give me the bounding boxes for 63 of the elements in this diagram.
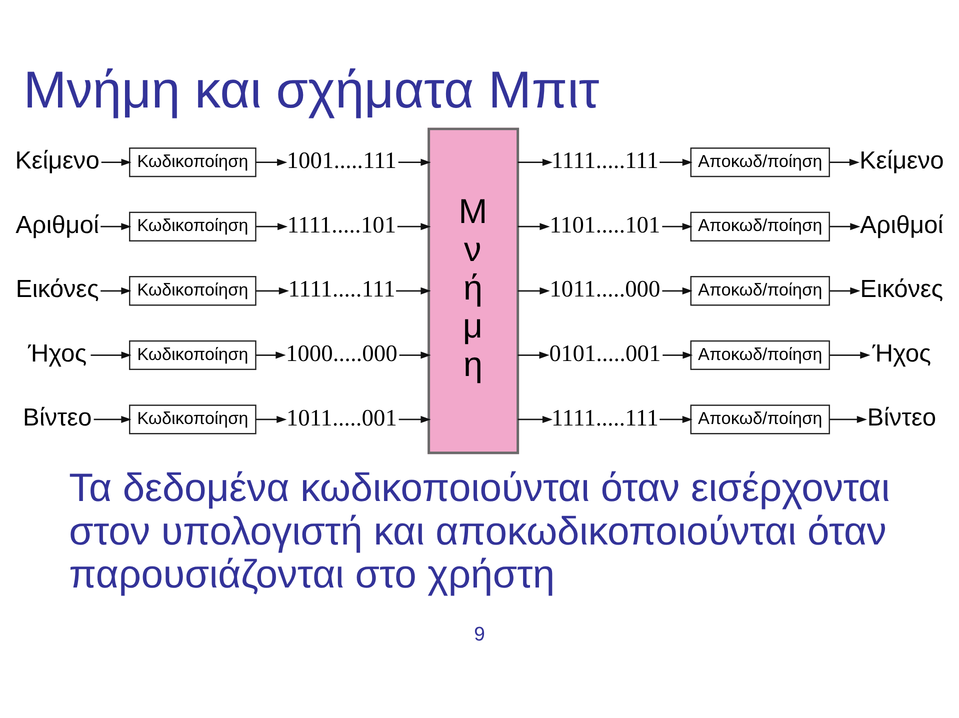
arrow bbox=[398, 158, 431, 166]
arrow bbox=[830, 351, 870, 358]
arrow bbox=[256, 222, 288, 230]
node-box: Αποκωδ/ποίηση bbox=[690, 404, 830, 434]
node-text: Κείμενο bbox=[859, 147, 944, 174]
arrow bbox=[101, 158, 132, 166]
arrow bbox=[397, 222, 431, 230]
node-box: Κωδικοποίηση bbox=[129, 404, 256, 434]
arrow bbox=[256, 158, 288, 166]
arrow bbox=[399, 351, 431, 358]
node-box: Κωδικοποίηση bbox=[129, 276, 256, 306]
node-box: Κωδικοποίηση bbox=[129, 211, 256, 241]
label: 9 bbox=[474, 623, 485, 645]
node-text: Βίντεο bbox=[22, 404, 92, 432]
node-text: Βίντεο bbox=[867, 404, 936, 432]
arrow bbox=[830, 286, 860, 294]
arrow bbox=[662, 286, 693, 294]
arrow bbox=[100, 222, 132, 230]
node-text: Εικόνες bbox=[860, 276, 944, 303]
node-box: Αποκωδ/ποίηση bbox=[690, 211, 830, 241]
arrow bbox=[660, 158, 693, 166]
arrow bbox=[256, 286, 290, 294]
arrow bbox=[100, 286, 132, 294]
arrow bbox=[256, 415, 287, 423]
arrow bbox=[518, 415, 553, 423]
arrow bbox=[396, 286, 431, 294]
node-text: 1111.....111 bbox=[288, 276, 396, 302]
node-text: Ήχος bbox=[28, 340, 87, 367]
node-box: Κωδικοποίηση bbox=[129, 340, 256, 370]
node-text: 1111.....111 bbox=[551, 148, 659, 174]
node-text: 1011.....001 bbox=[286, 404, 397, 431]
label: Τα δεδομένα κωδικοποιούνται όταν εισέρχονται στον υπολογιστή και αποκωδικοποιούνται όταν παρουσιάζονται στο χρήστη bbox=[69, 466, 890, 596]
arrow bbox=[830, 415, 868, 423]
arrow bbox=[90, 351, 132, 358]
node-text: 0101.....001 bbox=[549, 340, 661, 366]
diagram-title: Μνήμη και σχήματα Μπιτ bbox=[23, 60, 600, 119]
node-text: Αριθμοί bbox=[16, 211, 99, 238]
node-text: 1101.....101 bbox=[550, 212, 660, 238]
node-text: Ήχος bbox=[872, 340, 932, 367]
arrow bbox=[518, 158, 553, 166]
node-text: 1011.....000 bbox=[550, 276, 660, 302]
node-box: Αποκωδ/ποίηση bbox=[690, 340, 830, 370]
arrow bbox=[660, 415, 693, 423]
arrow bbox=[662, 222, 693, 230]
arrow bbox=[830, 158, 860, 166]
arrow bbox=[830, 222, 860, 230]
node-box: Κωδικοποίηση bbox=[129, 146, 256, 177]
arrow bbox=[94, 415, 132, 423]
node-text: 1111.....111 bbox=[551, 404, 659, 431]
node-box: Αποκωδ/ποίηση bbox=[690, 146, 830, 177]
node-text: 1000.....000 bbox=[286, 340, 398, 366]
arrow bbox=[518, 222, 550, 230]
node-box: Αποκωδ/ποίηση bbox=[690, 276, 830, 306]
arrow bbox=[518, 351, 550, 358]
node-text: Κείμενο bbox=[15, 147, 100, 174]
node-text: Αριθμοί bbox=[860, 211, 944, 238]
arrow bbox=[256, 351, 286, 358]
arrow bbox=[662, 351, 693, 358]
arrow bbox=[398, 415, 431, 423]
node-text: 1111.....101 bbox=[287, 212, 396, 238]
node-text: 1001.....111 bbox=[286, 148, 397, 174]
node-text: Εικόνες bbox=[16, 276, 99, 303]
arrow bbox=[518, 286, 550, 294]
